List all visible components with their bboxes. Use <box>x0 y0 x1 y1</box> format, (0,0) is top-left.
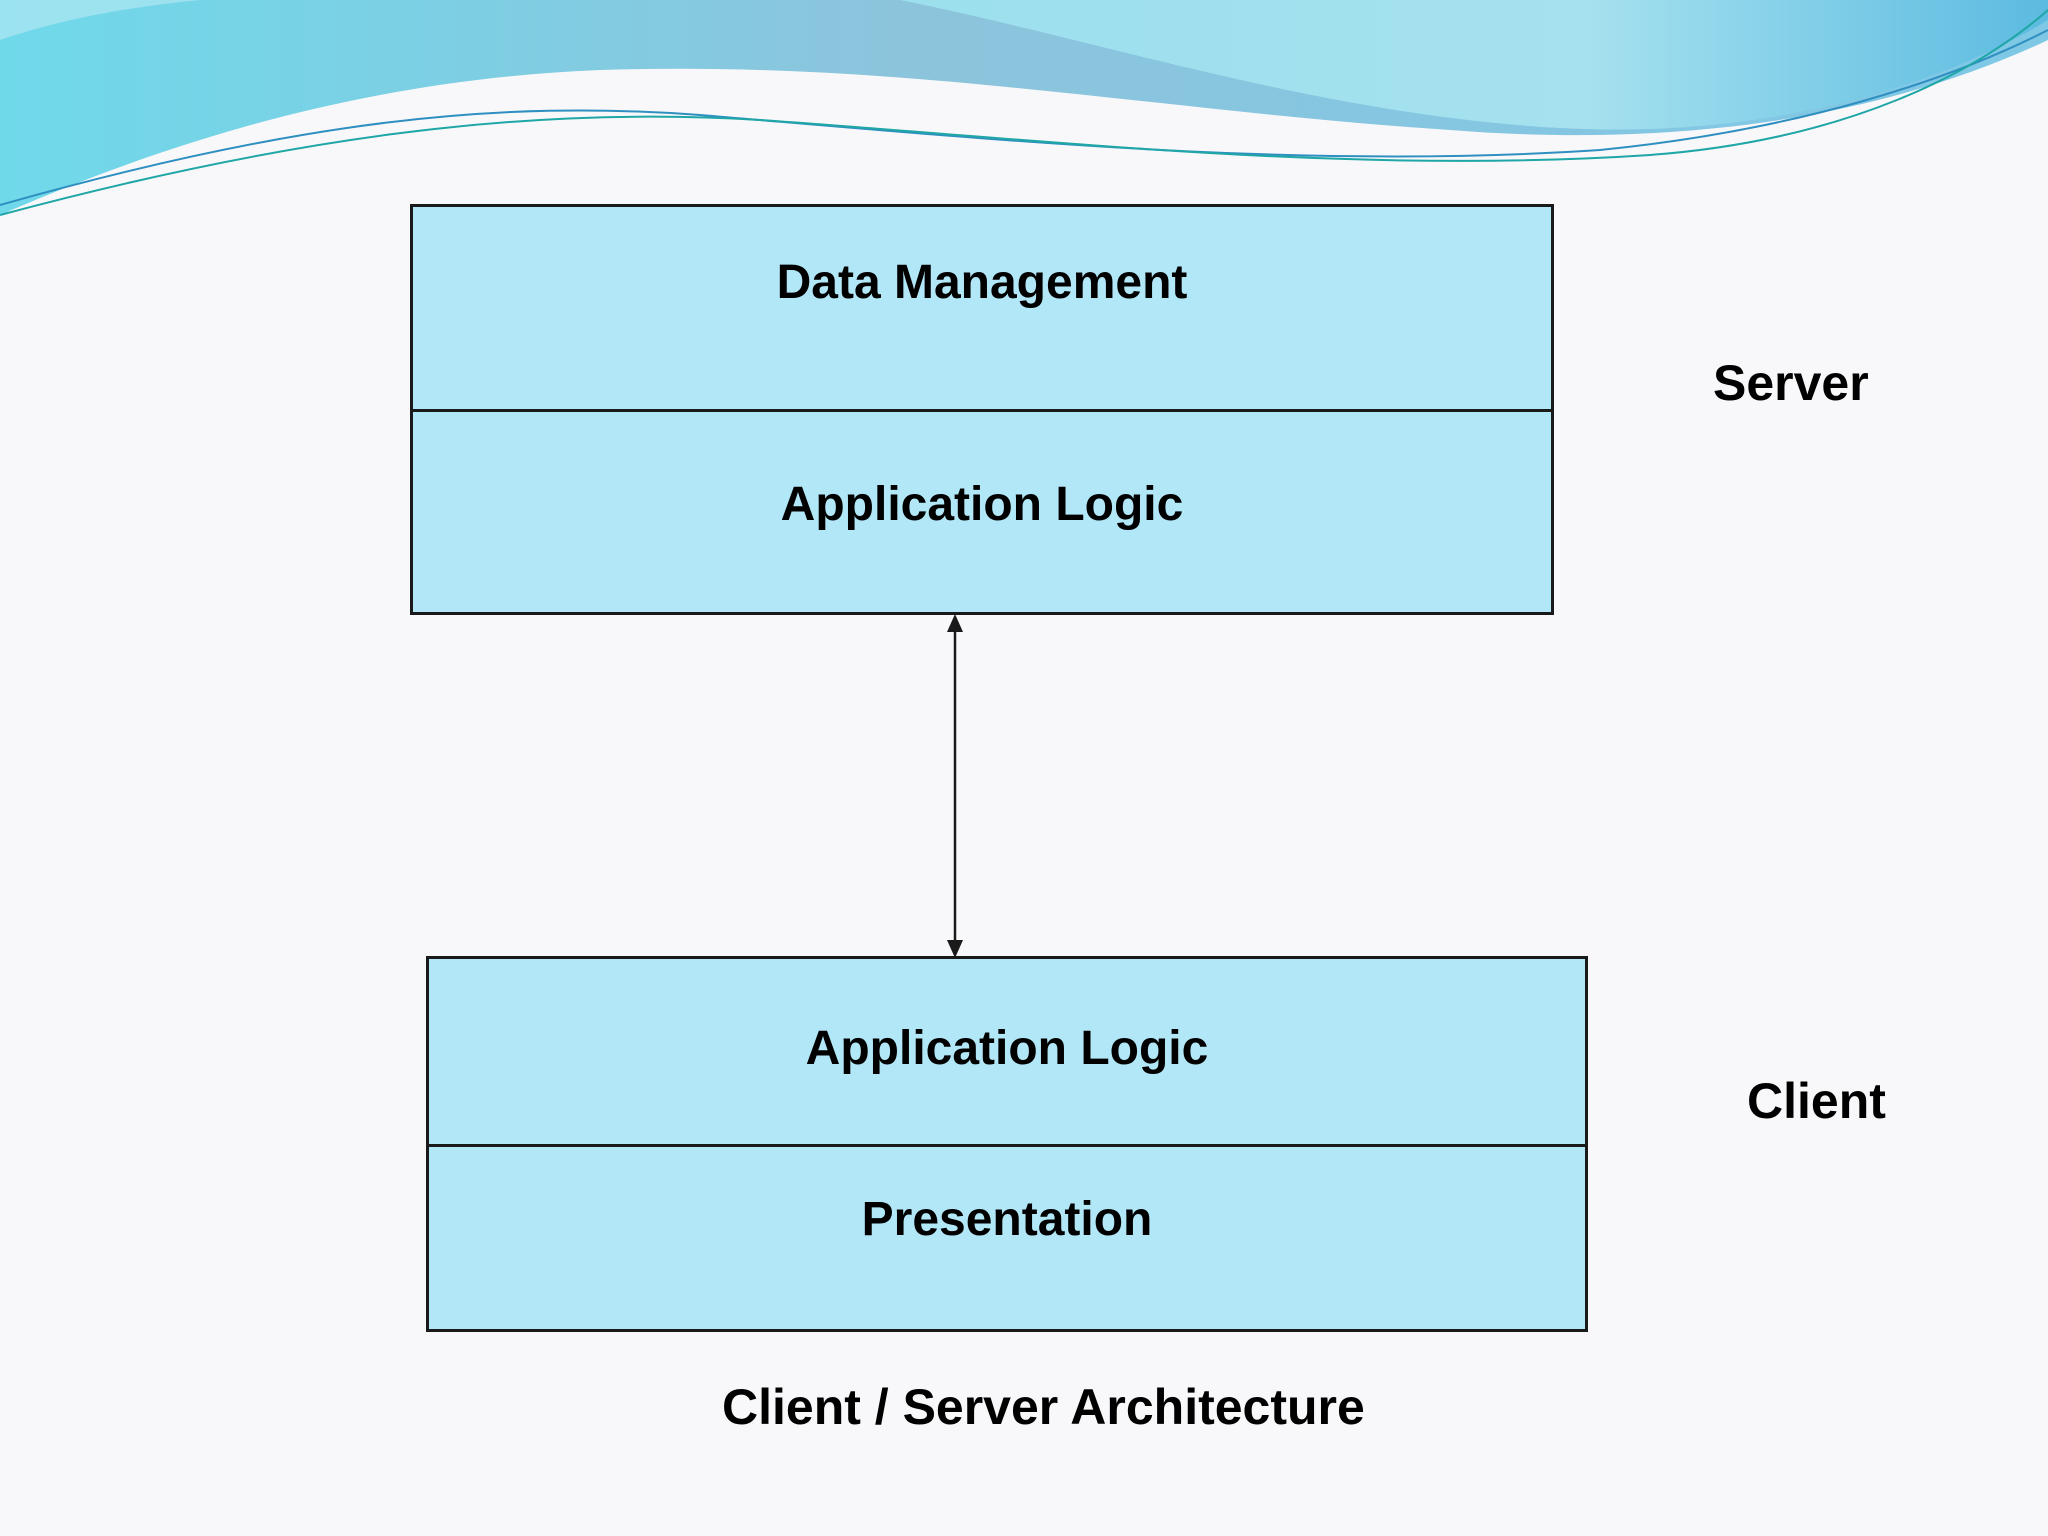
client-layer-label: Presentation <box>861 1193 1153 1246</box>
server-layer-application-logic: Application Logic <box>413 477 1551 532</box>
client-layer-label: Application Logic <box>805 1022 1209 1075</box>
client-tier-box: Application Logic Presentation <box>426 956 1588 1332</box>
server-layer-label: Data Management <box>776 256 1188 309</box>
diagram-caption: Client / Server Architecture <box>722 1379 1365 1435</box>
server-layer-data-management: Data Management <box>413 255 1551 310</box>
client-layer-application-logic: Application Logic <box>429 1021 1585 1076</box>
client-label: Client <box>1747 1073 1886 1129</box>
server-layer-label: Application Logic <box>780 478 1184 531</box>
server-tier-box: Data Management Application Logic <box>410 204 1554 615</box>
client-layer-divider <box>429 1144 1585 1147</box>
header-wave-decoration <box>0 0 2048 216</box>
client-layer-presentation: Presentation <box>429 1192 1585 1247</box>
server-label: Server <box>1713 355 1869 411</box>
bidirectional-arrow <box>947 614 963 958</box>
server-layer-divider <box>413 409 1551 412</box>
